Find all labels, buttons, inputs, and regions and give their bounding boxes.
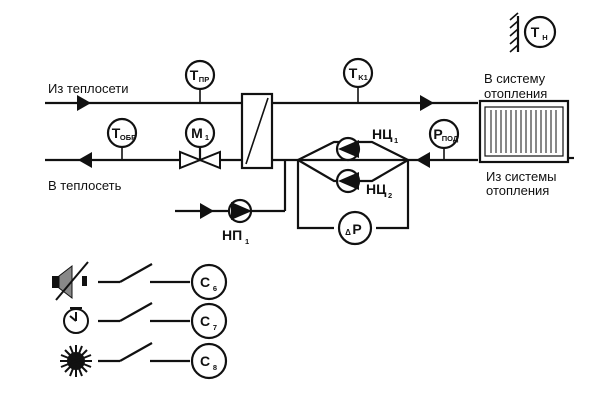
control-c6: C 6: [190, 263, 228, 301]
svg-text:M: M: [191, 125, 203, 141]
svg-text:НП: НП: [222, 227, 242, 243]
t-outdoor-sensor: T Н: [509, 12, 557, 53]
p-supply-sensor: P ПОД: [428, 118, 460, 150]
t-circuit-sensor: T K1: [342, 57, 374, 89]
svg-text:P: P: [352, 221, 361, 237]
speaker-muted-icon: [52, 261, 89, 301]
t-supply-sensor: T ПР: [184, 59, 216, 91]
svg-text:8: 8: [213, 363, 217, 372]
svg-text:T: T: [349, 65, 358, 81]
svg-text:ПОД: ПОД: [442, 134, 459, 143]
makeup-pump: НП 1: [222, 198, 253, 246]
svg-text:НЦ: НЦ: [372, 126, 393, 142]
svg-text:T: T: [190, 67, 199, 83]
control-c7: C 7: [190, 302, 228, 340]
delta-p-sensor: Δ P: [337, 210, 373, 246]
svg-text:6: 6: [213, 284, 217, 293]
svg-text:1: 1: [205, 133, 209, 142]
switch-c6: [98, 263, 190, 284]
svg-text:C: C: [200, 274, 210, 290]
t-return-sensor: T ОБР: [106, 117, 138, 149]
to-heating-label-1: В систему: [484, 71, 546, 86]
svg-text:1: 1: [245, 237, 249, 246]
svg-text:T: T: [531, 24, 540, 40]
to-network-label: В теплосеть: [48, 178, 122, 193]
svg-text:Н: Н: [542, 33, 547, 42]
sun-icon: [60, 345, 92, 377]
switch-c7: [98, 302, 190, 323]
valve-motor-m1: M 1: [184, 117, 216, 149]
svg-text:7: 7: [213, 323, 217, 332]
svg-text:ОБР: ОБР: [120, 133, 136, 142]
svg-text:K1: K1: [358, 73, 368, 82]
dp-loop: [296, 160, 410, 230]
svg-text:P: P: [433, 126, 442, 142]
svg-text:Δ: Δ: [345, 228, 351, 237]
radiator: [478, 99, 574, 164]
to-heating-label-2: отопления: [484, 86, 547, 101]
svg-text:1: 1: [394, 136, 398, 145]
svg-text:T: T: [112, 125, 121, 141]
svg-text:C: C: [200, 353, 210, 369]
circulation-pump-2: НЦ 2: [335, 168, 392, 200]
from-network-label: Из теплосети: [48, 81, 128, 96]
control-valve: [179, 146, 221, 170]
from-heating-label-1: Из системы: [486, 169, 557, 184]
svg-text:ПР: ПР: [199, 75, 209, 84]
control-c8: C 8: [190, 342, 228, 380]
svg-text:C: C: [200, 313, 210, 329]
switch-c8: [98, 342, 190, 363]
from-heating-label-2: отопления: [486, 183, 549, 198]
svg-text:НЦ: НЦ: [366, 181, 387, 197]
clock-icon: [63, 307, 89, 334]
svg-text:2: 2: [388, 191, 392, 200]
heat-exchanger: [240, 92, 274, 170]
circulation-pump-1: НЦ 1: [335, 126, 398, 162]
